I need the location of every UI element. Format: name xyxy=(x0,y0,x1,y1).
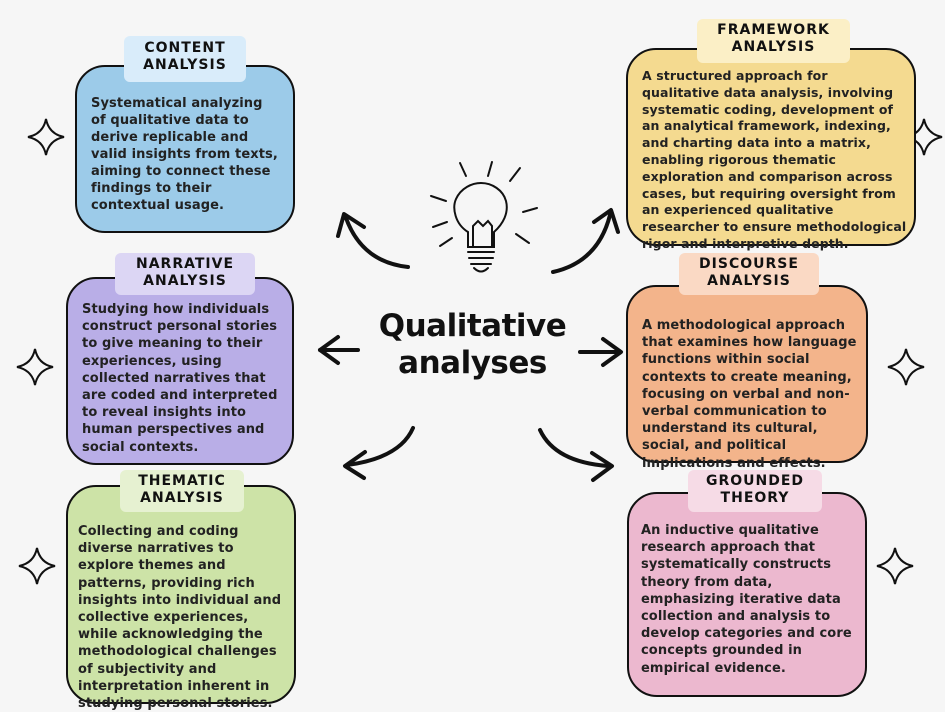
arrowhead-narrative xyxy=(318,335,340,365)
lightbulb-icon xyxy=(430,161,538,273)
arrowhead-thematic xyxy=(343,450,367,480)
label-line: ANALYSIS xyxy=(143,273,227,289)
sparkle-icon xyxy=(876,547,914,585)
arrow-to-thematic xyxy=(345,426,415,467)
narrative-analysis-label: NARRATIVE ANALYSIS xyxy=(115,253,255,295)
narrative-analysis-box: Studying how individuals construct perso… xyxy=(66,277,294,465)
content-analysis-label: CONTENT ANALYSIS xyxy=(124,36,246,82)
discourse-analysis-box: A methodological approach that examines … xyxy=(626,285,868,471)
label-line: GROUNDED xyxy=(705,473,805,489)
arrow-to-framework xyxy=(551,213,612,274)
label-line: DISCOURSE xyxy=(699,256,799,272)
label-line: CONTENT xyxy=(144,40,226,56)
framework-analysis-label: FRAMEWORK ANALYSIS xyxy=(697,19,850,63)
grounded-theory-label: GROUNDED THEORY xyxy=(688,470,822,512)
label-line: ANALYSIS xyxy=(140,490,224,506)
label-line: ANALYSIS xyxy=(143,57,227,73)
content-analysis-text: Systematical analyzing of qualitative da… xyxy=(91,96,278,213)
discourse-analysis-label: DISCOURSE ANALYSIS xyxy=(679,253,819,295)
thematic-analysis-box: Collecting and coding diverse narratives… xyxy=(66,485,296,711)
sparkle-icon xyxy=(887,348,925,386)
arrow-to-content xyxy=(344,216,410,269)
narrative-analysis-text: Studying how individuals construct perso… xyxy=(82,302,278,455)
thematic-analysis-text: Collecting and coding diverse narratives… xyxy=(78,524,282,712)
sparkle-icon xyxy=(16,348,54,386)
grounded-theory-text: An inductive qualitative research approa… xyxy=(641,523,852,676)
label-line: NARRATIVE xyxy=(135,256,235,272)
grounded-theory-box: An inductive qualitative research approa… xyxy=(627,492,867,697)
arrowhead-grounded xyxy=(590,451,614,482)
label-line: FRAMEWORK xyxy=(717,22,830,38)
thematic-analysis-label: THEMATIC ANALYSIS xyxy=(120,470,244,512)
discourse-analysis-text: A methodological approach that examines … xyxy=(642,318,857,471)
arrowhead-discourse xyxy=(601,337,623,367)
sparkle-icon xyxy=(27,118,65,156)
label-line: THEORY xyxy=(720,490,790,506)
diagram-title: Qualitative analyses xyxy=(378,308,567,381)
content-analysis-box: Systematical analyzing of qualitative da… xyxy=(75,65,295,233)
label-line: ANALYSIS xyxy=(731,39,816,55)
framework-analysis-text: A structured approach for qualitative da… xyxy=(642,68,907,251)
label-line: THEMATIC xyxy=(138,473,226,489)
framework-analysis-box: A structured approach for qualitative da… xyxy=(626,48,916,251)
sparkle-icon xyxy=(18,547,56,585)
arrowhead-content xyxy=(336,212,366,238)
arrow-to-grounded xyxy=(538,428,610,468)
label-line: ANALYSIS xyxy=(707,273,791,289)
arrowhead-framework xyxy=(592,208,620,234)
